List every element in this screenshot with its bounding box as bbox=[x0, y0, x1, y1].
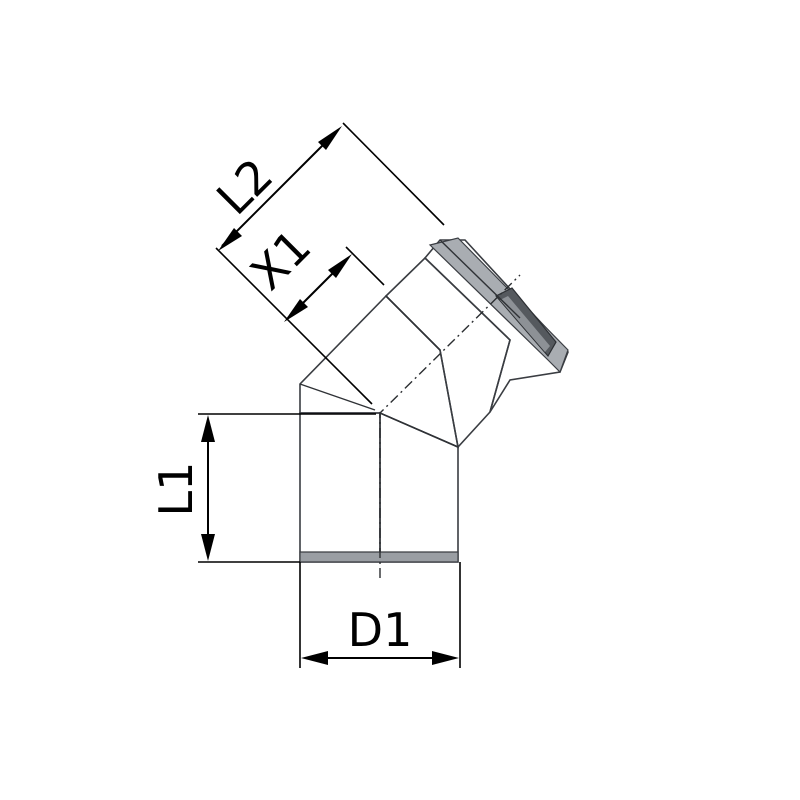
bend-seam-left bbox=[299, 383, 376, 411]
x1-arrow-start bbox=[284, 299, 308, 322]
l2-dimension-line bbox=[221, 129, 339, 247]
pipe-middle-segment bbox=[299, 294, 460, 449]
d1-arrow-left bbox=[301, 651, 328, 665]
l2-arrow-end bbox=[318, 126, 342, 150]
x1-label: X1 bbox=[240, 219, 321, 300]
l2-arrow-start bbox=[218, 228, 242, 251]
l1-arrow-top bbox=[201, 415, 215, 442]
l1-label: L1 bbox=[149, 462, 203, 517]
l1-arrow-bottom bbox=[201, 534, 215, 561]
d1-arrow-right bbox=[432, 651, 459, 665]
center-axis bbox=[379, 274, 521, 578]
x1-arrow-end bbox=[328, 254, 352, 278]
bend-seam-upper bbox=[385, 295, 441, 351]
pipe-bottom-rim bbox=[299, 551, 459, 563]
l2-label: L2 bbox=[206, 148, 283, 225]
l2-extension-left bbox=[215, 247, 373, 405]
pipe-elbow bbox=[299, 237, 569, 578]
d1-label: D1 bbox=[348, 603, 413, 657]
dimensions: L2 X1 L1 D1 bbox=[149, 122, 461, 668]
socket-seam bbox=[439, 239, 521, 319]
l2-extension-right bbox=[342, 122, 445, 226]
bend-seam-right bbox=[379, 412, 459, 448]
pipe-lower-segment bbox=[299, 412, 381, 563]
x1-extension-right bbox=[345, 246, 385, 286]
pipe-lower-segment-right bbox=[379, 411, 459, 563]
